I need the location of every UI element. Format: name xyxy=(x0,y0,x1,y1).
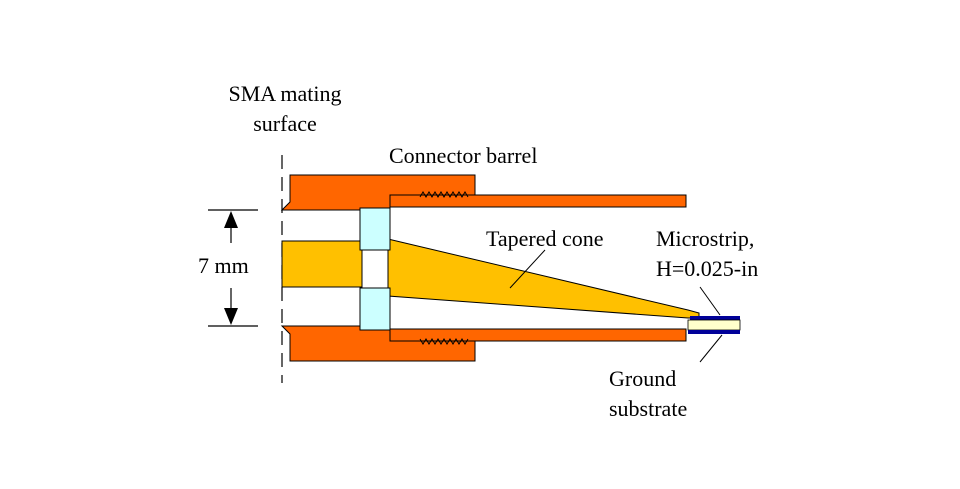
leader-microstrip xyxy=(699,286,721,316)
thread-top xyxy=(419,191,469,198)
barrel-top xyxy=(280,174,687,211)
barrel-bottom xyxy=(280,325,687,362)
leader-ground xyxy=(699,334,723,363)
thread-bottom xyxy=(419,338,469,345)
label-sma-surface: surface xyxy=(253,111,317,136)
label-connector-barrel: Connector barrel xyxy=(389,143,537,168)
dimension-arrow-down-head xyxy=(224,308,238,325)
label-microstrip-height: H=0.025-in xyxy=(656,256,758,281)
label-substrate: substrate xyxy=(609,396,687,421)
dimension-arrow-up-head xyxy=(224,211,238,228)
dielectric-insulator-bottom xyxy=(359,287,391,331)
center-pin xyxy=(281,240,363,288)
thread-outline-top xyxy=(389,194,475,207)
label-sma-mating: SMA mating xyxy=(228,81,341,106)
ground-plane xyxy=(688,330,740,334)
thread-outline-bottom xyxy=(389,329,475,342)
label-tapered-cone: Tapered cone xyxy=(486,226,604,251)
dielectric-insulator-top xyxy=(359,207,391,251)
leader-cone xyxy=(509,249,546,289)
label-ground: Ground xyxy=(609,366,676,391)
label-dimension: 7 mm xyxy=(198,253,249,278)
label-microstrip: Microstrip, xyxy=(656,226,754,251)
microstrip-trace xyxy=(690,316,740,320)
substrate xyxy=(687,319,741,331)
